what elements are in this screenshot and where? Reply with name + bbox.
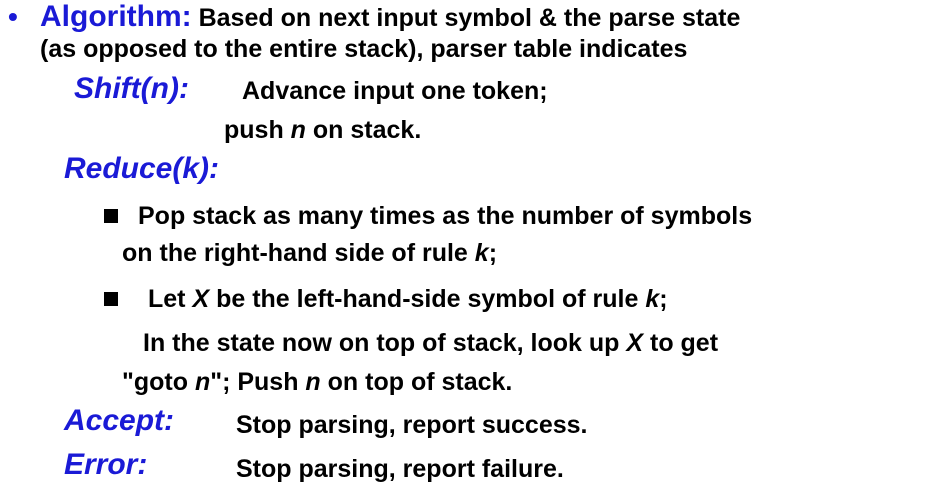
reduce-item2-l3-post: on top of stack. [320,368,513,396]
reduce-item2-l1-mid: be the left-hand-side symbol of rule [209,285,646,313]
accept-text-line: Stop parsing, report success. [236,410,588,440]
shift-text: Advance input one token; [242,77,548,105]
algorithm-label: Algorithm: [40,0,192,33]
shift-label: Shift(n): [74,72,189,105]
algorithm-text-1: Based on next input symbol & the parse s… [198,4,741,32]
reduce-item2-line3: "goto n"; Push n on top of stack. [122,367,512,397]
reduce-item2-l3-n2: n [305,368,321,396]
shift-line-1: Shift(n): [74,74,189,105]
shift-push-n: n [290,116,306,144]
reduce-item1-text1: Pop stack as many times as the number of… [138,202,753,230]
shift-push-post: on stack. [305,116,422,144]
reduce-item1-line1: Pop stack as many times as the number of… [138,201,752,231]
square-bullet-2 [104,292,118,306]
shift-line-2: push n on stack. [224,115,421,145]
square-bullet-1 [104,209,118,223]
error-label: Error: [64,448,148,481]
bullet-dot: • [8,1,18,32]
shift-push-pre: push [224,116,291,144]
reduce-item2-l3-pre: "goto [122,368,195,396]
error-line: Error: [64,450,147,481]
reduce-item2-l3-n: n [194,368,211,396]
reduce-item2-l1-x: X [192,285,210,313]
accept-label: Accept: [64,404,175,437]
accept-line: Accept: [64,406,174,437]
shift-text-1: Advance input one token; [242,76,548,106]
reduce-item2-l1-post: ; [659,285,668,313]
reduce-item2-l2-x: X [626,329,644,357]
reduce-item1-k: k [474,239,489,267]
reduce-item2-l1-k: k [645,285,660,313]
reduce-item1-post: ; [488,239,498,267]
reduce-item2-line1: Let X be the left-hand-side symbol of ru… [148,284,668,314]
reduce-item2-line2: In the state now on top of stack, look u… [143,328,718,358]
reduce-item1-line2: on the right-hand side of rule k; [122,238,497,268]
error-text: Stop parsing, report failure. [236,455,564,483]
reduce-label: Reduce(k): [64,152,220,185]
accept-text: Stop parsing, report success. [236,411,588,439]
reduce-item2-l1-pre: Let [148,285,193,313]
reduce-item1-pre: on the right-hand side of rule [122,239,475,267]
reduce-item2-l2-pre: In the state now on top of stack, look u… [143,329,627,357]
algorithm-line-1: Algorithm: Based on next input symbol & … [40,2,740,33]
algorithm-line-2: (as opposed to the entire stack), parser… [40,34,687,64]
reduce-item2-l2-post: to get [643,329,719,357]
algorithm-text-2: (as opposed to the entire stack), parser… [40,35,688,63]
reduce-item2-l3-mid: "; Push [210,368,306,396]
error-text-line: Stop parsing, report failure. [236,454,564,484]
reduce-line: Reduce(k): [64,154,219,185]
